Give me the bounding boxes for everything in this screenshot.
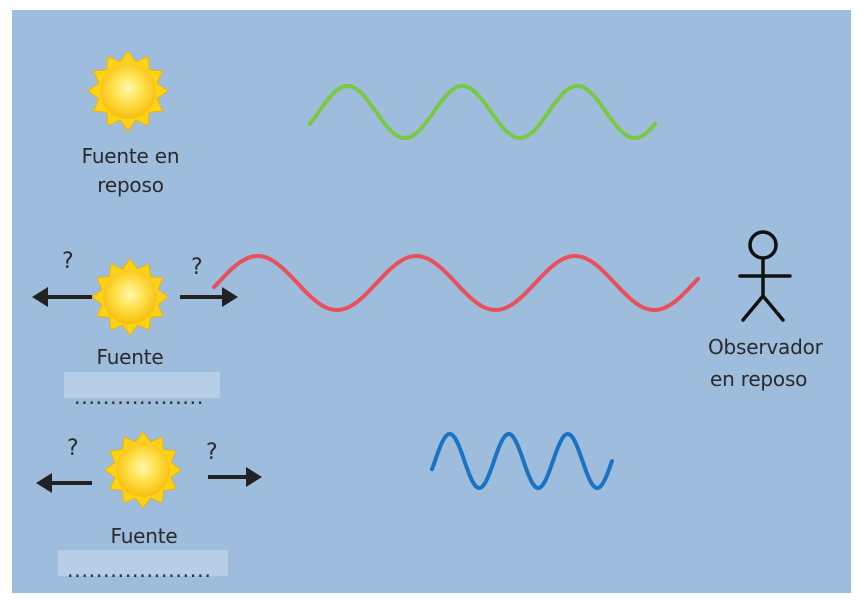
observer-label-line2: en reposo <box>710 367 808 391</box>
answer-dots-bottom: .................... <box>66 565 212 581</box>
arrow-left-icon <box>36 473 92 493</box>
question-mark-right: ? <box>206 440 218 465</box>
sun-icon <box>91 258 169 336</box>
stick-figure-icon <box>738 230 792 322</box>
sun-icon <box>104 431 182 509</box>
question-mark-right: ? <box>191 255 203 280</box>
arrow-right-icon <box>180 287 238 307</box>
green-wave <box>308 84 657 140</box>
question-mark-left: ? <box>62 249 74 274</box>
observer-label-line1: Observador <box>708 335 823 359</box>
middle-source-label: Fuente <box>96 345 164 369</box>
sun-icon <box>87 50 169 132</box>
bottom-source-label: Fuente <box>110 524 178 548</box>
rest-source-label-line1: Fuente en <box>81 144 180 168</box>
blue-wave <box>430 432 614 490</box>
arrow-left-icon <box>32 287 92 307</box>
rest-source-label-line2: reposo <box>97 173 164 197</box>
answer-blank-middle <box>64 372 220 398</box>
red-wave <box>212 254 700 312</box>
answer-blank-bottom <box>58 550 228 576</box>
question-mark-left: ? <box>67 436 79 461</box>
arrow-right-icon <box>208 467 262 487</box>
answer-dots-middle: .................. <box>73 392 204 408</box>
